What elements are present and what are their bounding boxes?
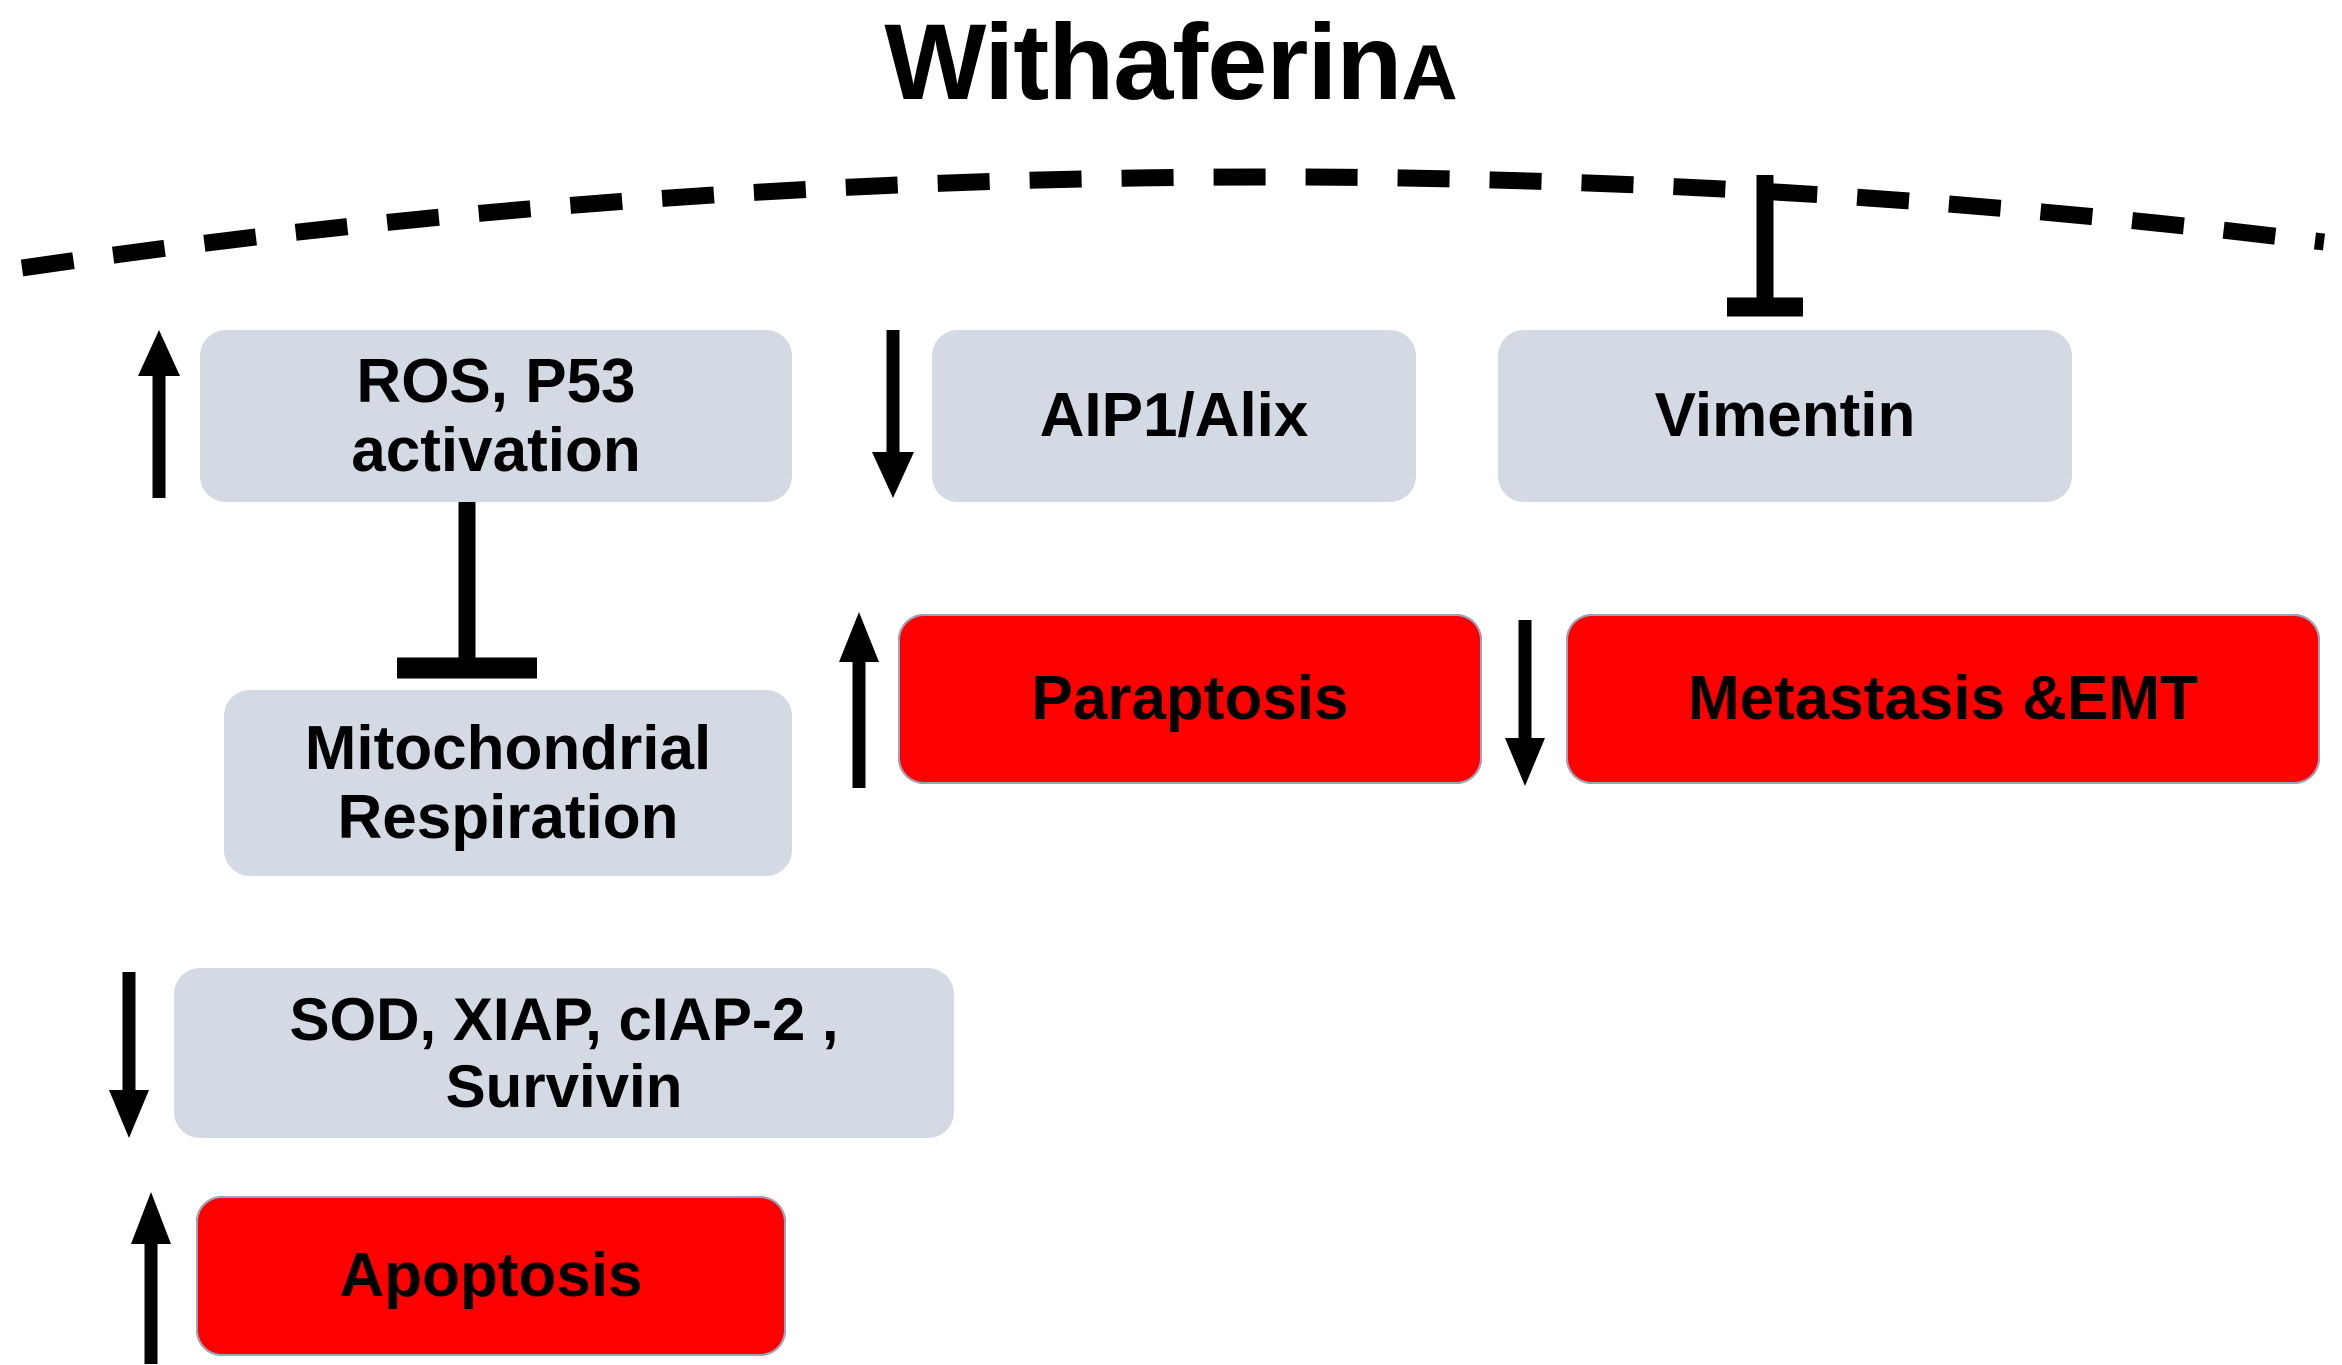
node-label-line1: Apoptosis bbox=[339, 1241, 643, 1311]
node-vimentin[interactable]: Vimentin bbox=[1498, 330, 2072, 502]
title-sub: A bbox=[1401, 28, 1458, 116]
cell-membrane-icon bbox=[20, 168, 2326, 277]
node-label-line1: Paraptosis bbox=[1031, 664, 1349, 734]
node-label-line1: ROS, P53 bbox=[356, 346, 636, 416]
node-mitochondrial-respiration[interactable]: Mitochondrial Respiration bbox=[224, 690, 792, 876]
node-label-line1: Vimentin bbox=[1654, 381, 1916, 451]
down-arrow-icon-aip1 bbox=[872, 330, 914, 498]
node-label-line2: Respiration bbox=[337, 783, 679, 852]
node-aip1-alix[interactable]: AIP1/Alix bbox=[932, 330, 1416, 502]
down-arrow-icon-metastasis bbox=[1505, 620, 1545, 786]
page-title: WithaferinA bbox=[0, 8, 2342, 116]
up-arrow-icon-apoptosis bbox=[131, 1192, 171, 1364]
node-ros-p53-activation[interactable]: ROS, P53 activation bbox=[200, 330, 792, 502]
node-label-line1: SOD, XIAP, cIAP-2 , bbox=[289, 985, 839, 1053]
node-metastasis-emt[interactable]: Metastasis &EMT bbox=[1566, 614, 2320, 784]
node-label-line1: AIP1/Alix bbox=[1039, 381, 1309, 451]
node-sod-xiap-ciap2-survivin[interactable]: SOD, XIAP, cIAP-2 , Survivin bbox=[174, 968, 954, 1138]
node-label-line2: Survivin bbox=[445, 1053, 683, 1120]
down-arrow-icon-sod bbox=[109, 972, 149, 1138]
inhibition-ros-mitochondrial bbox=[397, 498, 537, 679]
up-arrow-icon-ros bbox=[138, 330, 180, 498]
node-paraptosis[interactable]: Paraptosis bbox=[898, 614, 1482, 784]
inhibition-withaferin-vimentin bbox=[1727, 175, 1803, 317]
title-main: Withaferin bbox=[884, 1, 1402, 122]
node-label-line2: activation bbox=[351, 416, 641, 485]
node-label-line1: Metastasis &EMT bbox=[1688, 664, 2198, 734]
node-label-line1: Mitochondrial bbox=[304, 713, 712, 783]
up-arrow-icon-paraptosis bbox=[839, 612, 879, 788]
node-apoptosis[interactable]: Apoptosis bbox=[196, 1196, 786, 1356]
